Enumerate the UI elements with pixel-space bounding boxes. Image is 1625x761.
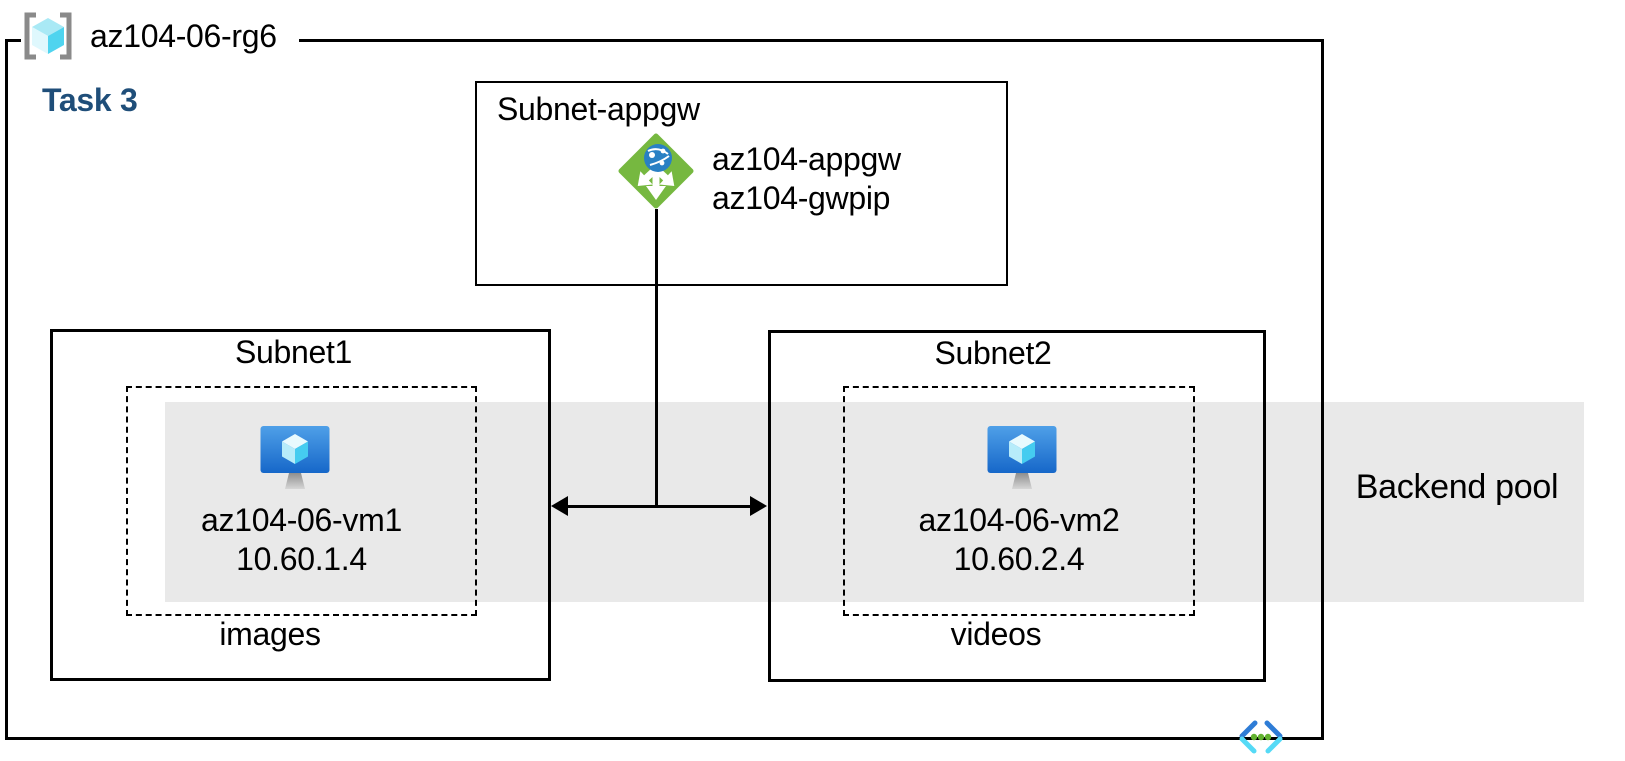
appgw-name-label: az104-appgw [712,141,901,177]
appgw-subnet-box [475,81,1008,286]
subnet1-box [50,329,551,681]
resource-group-frame [5,39,1324,740]
vm2-name: az104-06-vm2 [918,502,1120,538]
virtual-machine-icon [987,426,1057,489]
connector-vertical-line [655,209,658,508]
vm1-ip: 10.60.1.4 [236,541,367,577]
vm2-labels: az104-06-vm2 10.60.2.4 [843,501,1195,579]
vm1-labels: az104-06-vm1 10.60.1.4 [126,501,477,579]
frame-label-gap [21,36,299,46]
virtual-machine-icon [260,426,330,489]
subnet2-title: Subnet2 [934,335,1052,371]
resource-group-icon [24,12,72,60]
task-label: Task 3 [42,82,138,118]
virtual-network-icon [1239,720,1283,754]
subnet1-title: Subnet1 [234,334,353,370]
backend-pool-band [165,402,1584,602]
subnet1-content-label: images [219,616,321,652]
subnet2-box [768,330,1266,682]
appgw-subnet-title: Subnet-appgw [497,91,700,127]
backend-pool-label: Backend pool [1355,468,1559,506]
resource-group-name: az104-06-rg6 [90,18,277,54]
arrowhead-right-icon [750,496,767,516]
appgw-public-ip-label: az104-gwpip [712,180,891,216]
application-gateway-icon [618,133,694,209]
connector-horizontal-line [567,505,751,508]
vm1-name: az104-06-vm1 [201,502,402,538]
vm2-ip: 10.60.2.4 [953,541,1085,577]
arrowhead-left-icon [551,496,568,516]
subnet1-dashed-box [126,386,477,616]
subnet2-content-label: videos [950,616,1042,652]
subnet2-dashed-box [843,386,1195,616]
